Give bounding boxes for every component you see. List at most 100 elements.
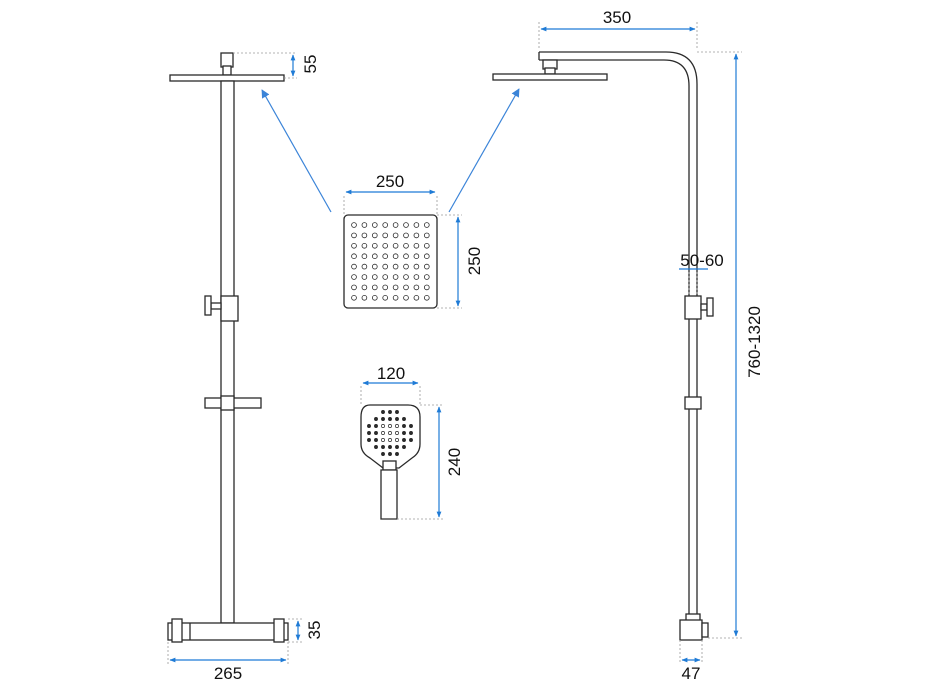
rain-nozzle [403,253,409,260]
dim-arm-length: 350 [538,8,698,50]
side-diverter-stem [700,303,708,311]
hand-nozzle [374,417,378,421]
rain-nozzle [382,284,389,291]
dim-head-length: 250 [437,214,484,309]
rain-nozzle [392,274,399,280]
rain-nozzle [382,222,389,228]
hand-nozzle [388,445,392,449]
hand-nozzle [367,438,371,442]
rain-head-nozzles [351,222,430,301]
rain-nozzle [351,253,357,260]
side-base-cap [701,622,709,638]
hand-nozzle [395,424,399,428]
hand-nozzle [395,452,399,456]
dim-hand-width: 120 [360,364,421,404]
rain-nozzle [413,274,420,280]
hand-nozzle [395,438,399,442]
rain-nozzle [403,232,409,239]
rain-head-top-view [343,214,438,309]
side-head-nut [544,67,556,75]
hand-nozzle [402,431,406,435]
hand-nozzle [374,438,378,442]
rain-nozzle [392,232,399,239]
rain-nozzle [361,263,368,270]
hand-shower-nozzles [367,410,413,456]
rain-nozzle [403,294,409,301]
rain-nozzle [403,222,409,228]
hand-nozzle [409,438,413,442]
dim-arm-length-label: 350 [603,8,631,27]
hand-nozzle [395,410,399,414]
rain-nozzle [403,263,409,270]
dim-hand-length: 240 [397,404,464,520]
rain-nozzle [361,222,368,228]
dim-base-width-label: 265 [214,664,242,683]
hand-nozzle [381,438,385,442]
rain-nozzle [392,222,399,228]
hand-nozzle [402,438,406,442]
dim-head-width: 250 [343,172,438,214]
rain-nozzle [403,284,409,291]
rain-nozzle [371,222,378,228]
front-thermostat-right-cap [273,618,285,643]
rain-nozzle [392,253,399,260]
hand-nozzle [381,424,385,428]
rain-nozzle [423,232,430,239]
rain-nozzle [423,263,430,270]
rain-nozzle [351,294,357,301]
dim-hand-width-label: 120 [377,364,405,383]
rain-nozzle [371,232,378,239]
hand-nozzle [395,445,399,449]
rain-nozzle [382,294,389,301]
hand-nozzle [367,424,371,428]
rain-nozzle [382,274,389,280]
dim-wall-offset: 50-60 [679,251,724,296]
rain-nozzle [413,253,420,260]
pointer-arrow-left [261,89,332,213]
hand-nozzle [402,417,406,421]
rain-nozzle [361,274,368,280]
side-arm-inner [539,59,690,617]
rain-nozzle [392,284,399,291]
dim-total-height: 760-1320 [697,51,764,639]
rain-nozzle [403,274,409,280]
dim-wall-offset-label: 50-60 [680,251,723,270]
front-rain-head [169,74,285,82]
hand-nozzle [381,417,385,421]
rain-nozzle [351,243,357,249]
rain-nozzle [351,232,357,239]
rain-nozzle [361,243,368,249]
hand-nozzle [381,410,385,414]
hand-shower-handle [380,469,398,520]
rain-nozzle [382,243,389,249]
rain-nozzle [371,253,378,260]
front-head-nut [222,65,232,76]
side-base-body [679,619,703,641]
rain-nozzle [361,253,368,260]
rain-nozzle [351,274,357,280]
dim-total-height-label: 760-1320 [745,306,764,378]
side-holder [684,396,702,410]
dim-base-width: 265 [167,642,289,683]
hand-nozzle [381,452,385,456]
dim-head-width-label: 250 [376,172,404,191]
front-diverter-stem [210,302,222,310]
hand-nozzle [388,438,392,442]
rain-nozzle [351,263,357,270]
rain-nozzle [413,263,420,270]
side-view [492,51,714,641]
dim-base-height: 35 [288,618,324,643]
dim-hand-length-label: 240 [445,448,464,476]
hand-nozzle [374,445,378,449]
rain-nozzle [371,284,378,291]
side-arm-outer [539,51,698,617]
rain-nozzle [392,294,399,301]
front-riser-pipe [220,80,235,624]
rain-nozzle [382,263,389,270]
rain-nozzle [423,253,430,260]
hand-nozzle [388,431,392,435]
hand-nozzle [395,417,399,421]
pointer-arrow-right [448,88,520,213]
hand-nozzle [409,431,413,435]
